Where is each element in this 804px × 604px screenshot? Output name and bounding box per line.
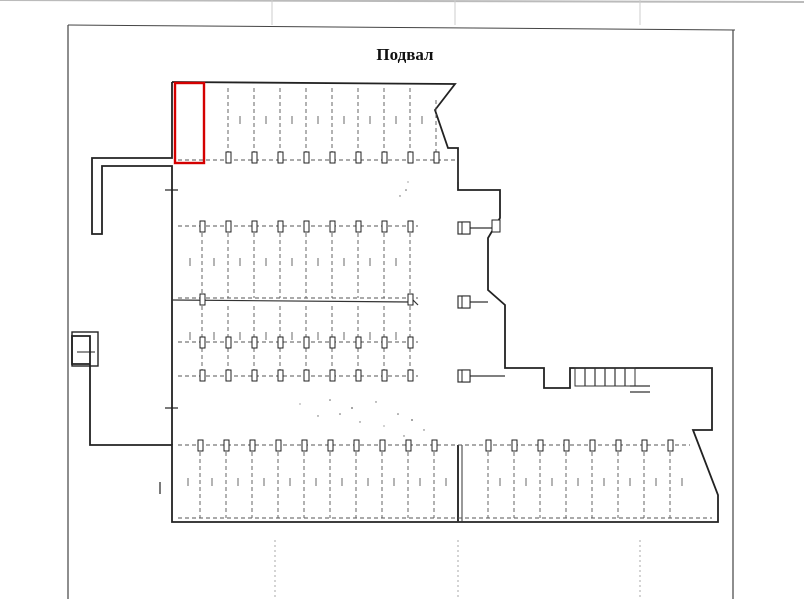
stall-dividers-row4	[199, 445, 671, 518]
section-markers	[159, 189, 178, 494]
interior-walls	[171, 150, 650, 522]
stall-dividers-row1	[227, 88, 437, 160]
highlighted-parking-space[interactable]	[173, 81, 206, 165]
scan-speckles	[299, 181, 425, 437]
stall-marks	[187, 116, 683, 486]
parking-stalls	[178, 159, 712, 519]
stall-dividers-row2	[201, 226, 411, 298]
plan-title: Подвал	[376, 45, 434, 64]
structural-columns	[197, 151, 674, 452]
